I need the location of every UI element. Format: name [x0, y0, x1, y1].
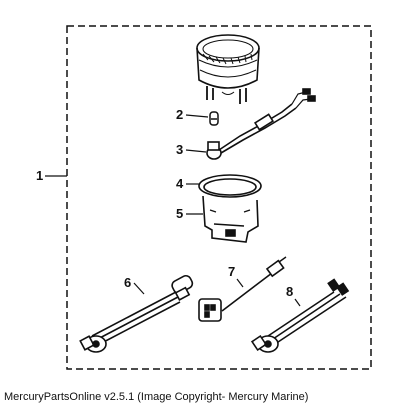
bulb: [209, 111, 219, 126]
leader-3: [185, 149, 207, 153]
callout-1: 1: [36, 168, 43, 183]
kit-boundary: [66, 25, 372, 370]
callout-6: 6: [124, 275, 131, 290]
callout-4: 4: [176, 176, 184, 191]
callout-7: 7: [228, 264, 235, 279]
leader-6: [133, 282, 145, 295]
leader-7: [236, 278, 244, 288]
leader-8: [294, 298, 301, 307]
callout-2: 2: [176, 107, 183, 122]
leader-2: [185, 114, 209, 118]
mounting-bracket-clip: [202, 195, 259, 243]
callout-5: 5: [176, 206, 183, 221]
image-caption: MercuryPartsOnline v2.5.1 (Image Copyrig…: [4, 391, 309, 403]
parts-diagram: 1 2 3 4 5: [36, 25, 372, 370]
bulb-socket-harness: [206, 88, 316, 160]
mounting-bracket-ring: [198, 174, 262, 198]
callout-3: 3: [176, 142, 183, 157]
callout-8: 8: [286, 284, 293, 299]
wiring-harness-left: [79, 274, 194, 353]
wiring-harness-right: [250, 278, 350, 353]
connector-lead: [198, 256, 287, 322]
gauge-body: [196, 34, 260, 104]
